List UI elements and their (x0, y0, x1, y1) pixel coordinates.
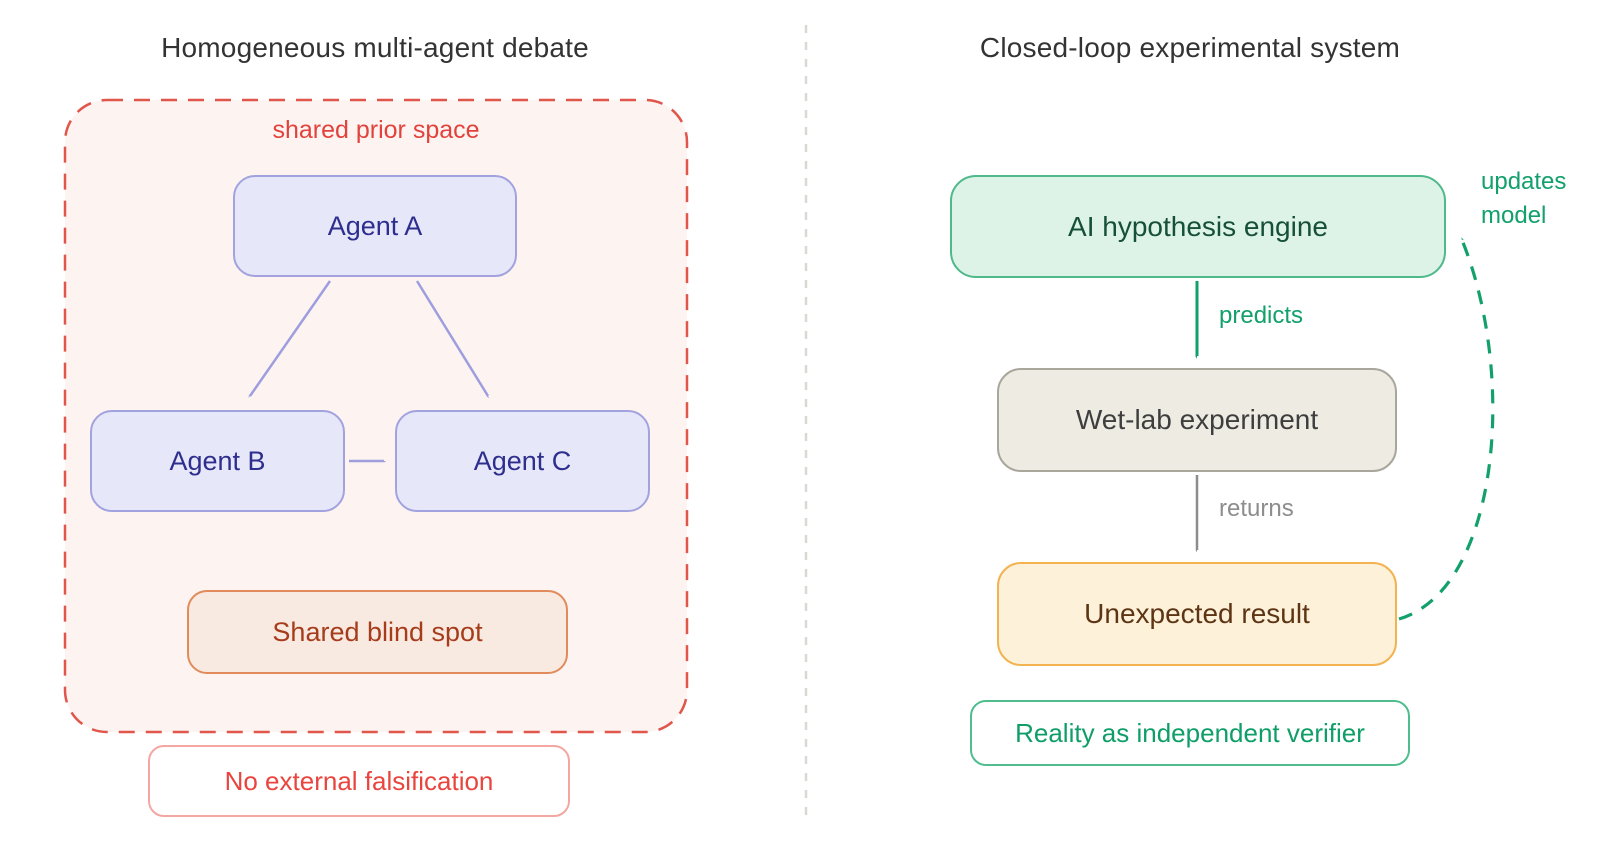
no-external-falsification-node: No external falsification (148, 745, 570, 817)
shared-prior-space-label: shared prior space (272, 116, 480, 144)
ai-hypothesis-engine-node: AI hypothesis engine (950, 175, 1446, 278)
left-panel-title: Homogeneous multi-agent debate (161, 32, 589, 63)
arrow-agentA-to-agentB (250, 280, 332, 396)
shared-blind-spot-node: Shared blind spot (187, 590, 568, 674)
arrow-updates-model-feedback (1398, 240, 1495, 621)
returns-edge-label: returns (1219, 495, 1294, 522)
updates-model-edge-label: updates model (1481, 168, 1567, 229)
arrow-agentA-to-agentC (415, 280, 488, 396)
unexpected-result-node: Unexpected result (997, 562, 1397, 666)
predicts-edge-label: predicts (1219, 302, 1304, 329)
reality-verifier-node: Reality as independent verifier (970, 700, 1410, 766)
agent-a-node: Agent A (233, 175, 517, 277)
shared-prior-space-container (63, 98, 689, 734)
right-panel-title: Closed-loop experimental system (979, 32, 1401, 63)
agent-b-node: Agent B (90, 410, 345, 512)
wet-lab-experiment-node: Wet-lab experiment (997, 368, 1397, 472)
agent-c-node: Agent C (395, 410, 650, 512)
